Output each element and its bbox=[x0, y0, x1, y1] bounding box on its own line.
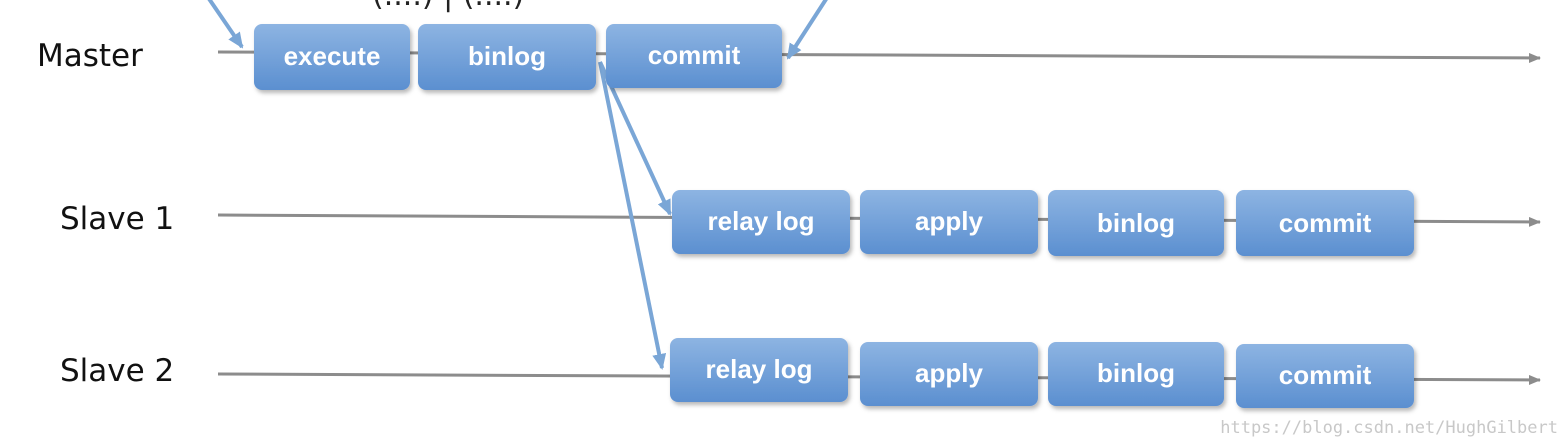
master-timeline bbox=[217, 50, 1541, 63]
master-step-execute: execute bbox=[254, 24, 410, 90]
slave-2-label: Slave 2 bbox=[60, 353, 175, 389]
watermark: https://blog.csdn.net/HughGilbert bbox=[1220, 418, 1558, 438]
step-label: commit bbox=[648, 40, 741, 70]
step-label: binlog bbox=[1097, 358, 1175, 388]
step-label: binlog bbox=[1097, 208, 1175, 238]
binlog-to-slave-2-arrow bbox=[598, 61, 667, 370]
step-label: binlog bbox=[468, 41, 546, 71]
step-label: relay log bbox=[708, 206, 815, 236]
step-label: commit bbox=[1279, 360, 1372, 390]
step-label: execute bbox=[284, 41, 381, 71]
master-label: Master bbox=[37, 38, 143, 74]
slave-1-label: Slave 1 bbox=[60, 201, 175, 237]
return-arrow bbox=[786, 0, 828, 60]
slave-2-step-relay-log: relay log bbox=[670, 338, 848, 402]
slave-2-step-apply: apply bbox=[860, 342, 1038, 406]
step-label: apply bbox=[915, 358, 983, 388]
incoming-arrow bbox=[207, 0, 244, 49]
slave-2-step-binlog: binlog bbox=[1048, 342, 1224, 406]
master-step-binlog: binlog bbox=[418, 24, 596, 90]
step-label: commit bbox=[1279, 208, 1372, 238]
top-caption: (....) | (....) bbox=[372, 0, 524, 13]
step-label: apply bbox=[915, 206, 983, 236]
step-label: relay log bbox=[706, 354, 813, 384]
slave-1-step-apply: apply bbox=[860, 190, 1038, 254]
master-step-commit: commit bbox=[606, 24, 782, 88]
slave-1-step-commit: commit bbox=[1236, 190, 1414, 256]
slave-2-step-commit: commit bbox=[1236, 344, 1414, 408]
slave-1-step-binlog: binlog bbox=[1048, 190, 1224, 256]
slave-1-step-relay-log: relay log bbox=[672, 190, 850, 254]
